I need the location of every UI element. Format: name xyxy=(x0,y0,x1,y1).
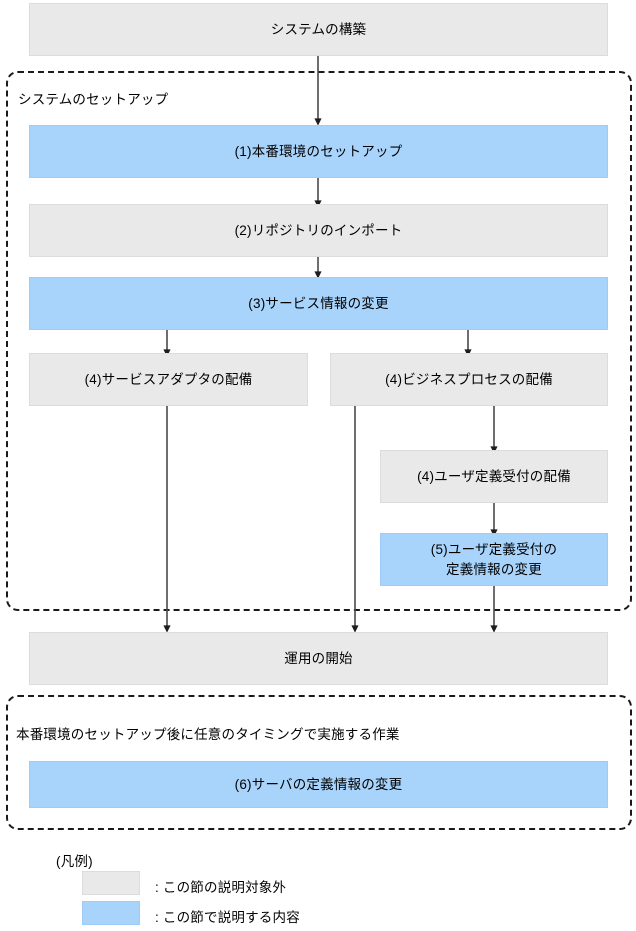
node-label: (4)ビジネスプロセスの配備 xyxy=(385,371,553,387)
node-repository-import[interactable]: (2)リポジトリのインポート xyxy=(29,204,608,257)
node-label: (2)リポジトリのインポート xyxy=(234,222,403,238)
group-anytime-tasks xyxy=(6,695,632,830)
node-service-info-change[interactable]: (3)サービス情報の変更 xyxy=(29,277,608,330)
node-user-defined-reception-deploy[interactable]: (4)ユーザ定義受付の配備 xyxy=(380,450,608,503)
node-label: (4)ユーザ定義受付の配備 xyxy=(417,468,571,484)
node-operation-start[interactable]: 運用の開始 xyxy=(29,632,608,685)
legend-label-in-scope: : この節で説明する内容 xyxy=(155,910,300,925)
node-server-definition-change[interactable]: (6)サーバの定義情報の変更 xyxy=(29,761,608,808)
legend-swatch-in-scope xyxy=(82,901,140,925)
node-label: (4)サービスアダプタの配備 xyxy=(84,371,253,387)
node-label: (3)サービス情報の変更 xyxy=(248,295,389,311)
node-label: 運用の開始 xyxy=(284,650,353,666)
legend-label-out-of-scope: : この節の説明対象外 xyxy=(155,880,287,895)
node-label: システムの構築 xyxy=(270,21,367,37)
node-label-line-2: 定義情報の変更 xyxy=(446,561,542,577)
node-user-defined-reception-change[interactable]: (5)ユーザ定義受付の 定義情報の変更 xyxy=(380,533,608,586)
group-anytime-tasks-title: 本番環境のセットアップ後に任意のタイミングで実施する作業 xyxy=(16,727,400,742)
node-label: (1)本番環境のセットアップ xyxy=(234,143,403,159)
node-system-construction[interactable]: システムの構築 xyxy=(29,3,608,56)
node-label: (6)サーバの定義情報の変更 xyxy=(234,776,403,792)
node-production-env-setup[interactable]: (1)本番環境のセットアップ xyxy=(29,125,608,178)
group-system-setup xyxy=(6,71,632,611)
legend-swatch-out-of-scope xyxy=(82,871,140,895)
legend-title: (凡例) xyxy=(56,854,93,869)
node-business-process-deploy[interactable]: (4)ビジネスプロセスの配備 xyxy=(330,353,608,406)
group-system-setup-title: システムのセットアップ xyxy=(18,92,169,107)
node-label-line-1: (5)ユーザ定義受付の xyxy=(430,541,558,557)
node-service-adapter-deploy[interactable]: (4)サービスアダプタの配備 xyxy=(29,353,308,406)
